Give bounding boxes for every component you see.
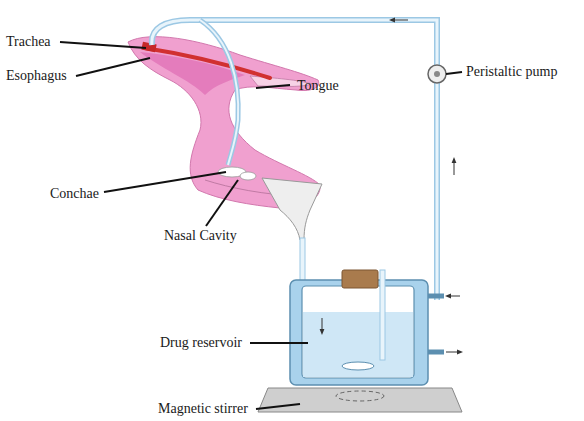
part-label: Peristaltic pump [466,64,557,80]
part-label: Magnetic stirrer [158,401,248,417]
part-label: Nasal Cavity [164,228,237,244]
part-label: Trachea [6,34,51,50]
part-label: Esophagus [6,68,67,84]
part-label: Drug reservoir [160,335,242,351]
part-label: Conchae [50,186,99,202]
part-label: Tongue [297,78,339,94]
